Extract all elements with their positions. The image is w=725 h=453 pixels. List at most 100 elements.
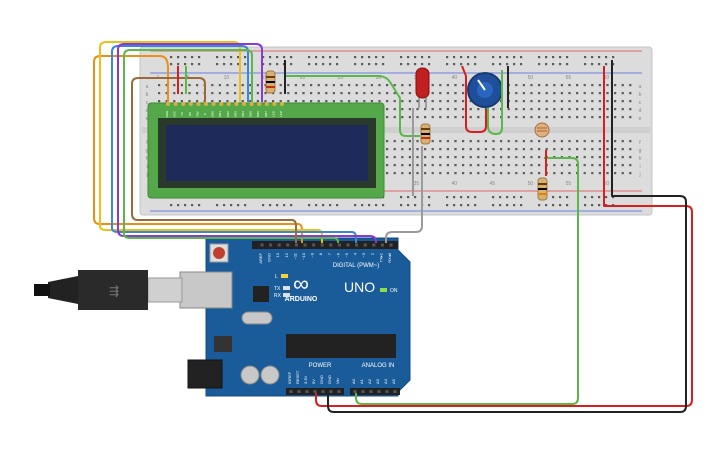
terminal-hole [462,92,465,95]
wire-green-lcd[interactable] [123,49,339,243]
rail-hole [382,63,385,66]
wire-yellow[interactable] [99,41,323,243]
rail-hole [506,196,509,199]
wire-black-rail[interactable] [327,60,687,413]
terminal-hole [469,156,472,159]
digital-pin-label: 12 [284,252,289,257]
wire-red-rail[interactable] [315,66,693,407]
terminal-hole [378,92,381,95]
terminal-hole [332,100,335,103]
led-resistor[interactable] [420,123,431,145]
terminal-hole [515,100,518,103]
terminal-hole [424,116,427,119]
arduino-infinity-logo: ∞ [293,271,309,296]
terminal-hole [439,100,442,103]
potentiometer[interactable] [467,72,503,108]
rail-hole [198,204,201,207]
power-pin-label: 3.3V [303,375,308,384]
rail-hole [322,63,325,66]
rail-hole [290,56,293,59]
terminal-hole [621,116,624,119]
digital-pin-label: 7 [327,252,332,255]
wire-orange[interactable] [93,55,303,243]
terminal-hole [477,140,480,143]
wire-green-ldr[interactable] [355,157,579,405]
usb-cable-wire [34,284,50,296]
column-number: 55 [566,75,572,81]
resistor-band [266,76,275,78]
terminal-hole [462,116,465,119]
lcd-pin-label: RS [188,112,192,116]
terminal-hole [591,156,594,159]
rail-hole [414,56,417,59]
rail-hole [170,56,173,59]
rail-hole [492,204,495,207]
terminal-hole [560,116,563,119]
terminal-hole [158,100,161,103]
terminal-hole [583,84,586,87]
wire-green-pot[interactable] [487,70,503,135]
terminal-hole [340,92,343,95]
rail-hole [598,196,601,199]
terminal-hole [416,100,419,103]
rail-hole [538,56,541,59]
wire-green-right[interactable] [284,75,420,137]
terminal-hole [477,116,480,119]
terminal-hole [431,92,434,95]
terminal-hole [606,108,609,111]
terminal-hole [416,140,419,143]
photoresistor[interactable] [534,122,550,138]
digital-pin-label: 4 [353,252,358,255]
analog-pin-socket [369,390,373,393]
terminal-hole [614,148,617,151]
terminal-hole [446,164,449,167]
analog-pin-socket [361,390,365,393]
power-label: POWER [309,363,332,369]
terminal-hole [218,84,221,87]
terminal-hole [424,156,427,159]
terminal-hole [530,164,533,167]
terminal-hole [614,84,617,87]
terminal-hole [553,172,556,175]
wire-brown[interactable] [131,77,297,243]
terminal-hole [583,140,586,143]
rail-hole [453,204,456,207]
power-pin-socket [289,390,293,393]
red-led[interactable] [415,67,430,108]
ldr-resistor[interactable] [537,177,548,201]
row-letter: g [639,148,642,154]
wire-red-pot[interactable] [461,65,487,133]
terminal-hole [378,100,381,103]
rail-hole [446,56,449,59]
terminal-hole [545,100,548,103]
rail-hole [453,196,456,199]
wire-purple[interactable] [117,43,377,243]
terminal-hole [462,140,465,143]
rail-hole [237,63,240,66]
terminal-hole [424,100,427,103]
digital-header [252,241,398,249]
terminal-hole [188,92,191,95]
lcd-resistor[interactable] [265,70,276,94]
wire-blue[interactable] [111,45,357,243]
terminal-hole [553,116,556,119]
rail-hole [177,204,180,207]
terminal-hole [180,84,183,87]
rail-hole [453,56,456,59]
terminal-hole [462,84,465,87]
column-number: 20 [300,75,306,81]
row-letter: c [639,100,642,106]
analog-pin-label: A3 [375,378,380,384]
terminal-hole [598,172,601,175]
terminal-hole [386,156,389,159]
terminal-hole [515,164,518,167]
rail-hole [191,63,194,66]
wire-gray[interactable] [385,146,423,243]
terminal-hole [439,116,442,119]
rail-hole [368,204,371,207]
terminal-hole [378,84,381,87]
terminal-hole [226,84,229,87]
rail-hole [244,63,247,66]
